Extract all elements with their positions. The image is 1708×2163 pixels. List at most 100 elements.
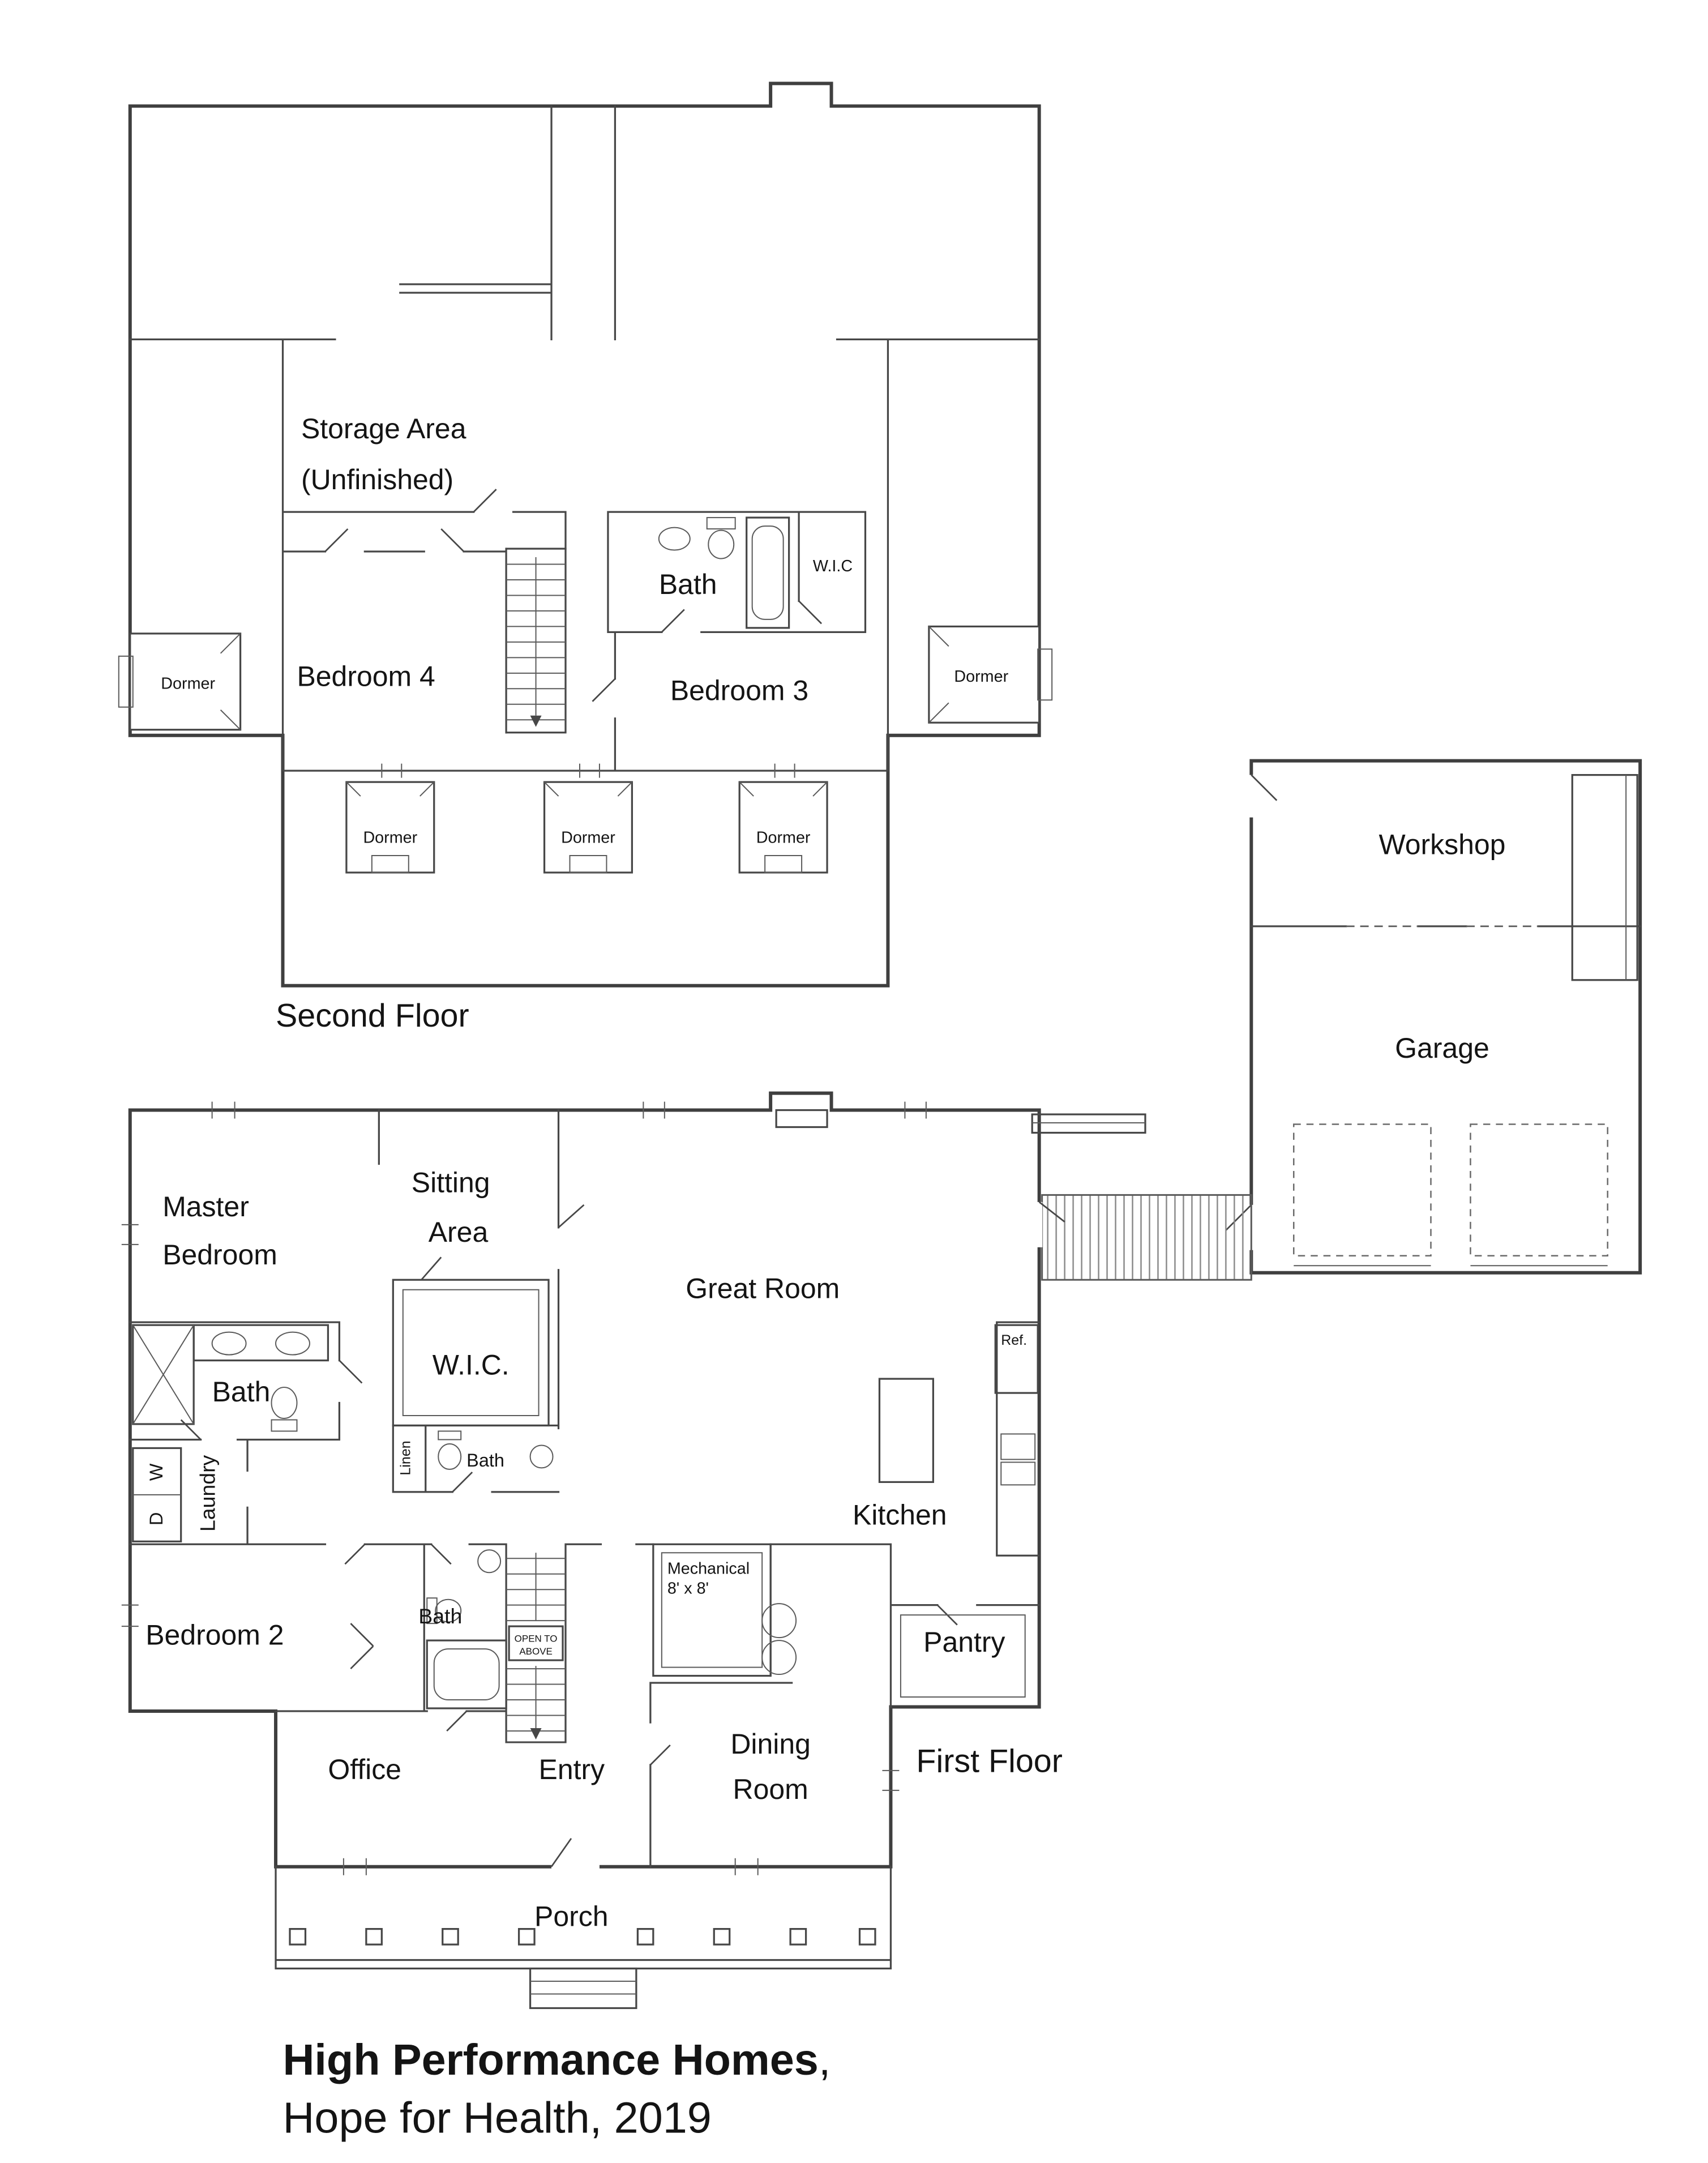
kitchen-sink-icon <box>1000 1433 1036 1460</box>
toilet-tank-icon <box>426 1597 438 1625</box>
dormer-roof-lines <box>543 781 633 797</box>
plan-title-line1: High Performance Homes, <box>283 2036 831 2084</box>
label-mechanical-2: 8' x 8' <box>667 1580 709 1598</box>
label-bath-second: Bath <box>659 568 717 600</box>
bathtub-icon <box>746 516 790 629</box>
label-washer: W <box>146 1463 166 1481</box>
first-floor-window-ticks <box>121 1101 927 1875</box>
label-above: ABOVE <box>519 1646 552 1657</box>
dormer-window-icon <box>569 854 607 873</box>
dormer-window-icon <box>1037 648 1053 701</box>
label-workshop: Workshop <box>1379 828 1506 860</box>
label-refrigerator: Ref. <box>1001 1332 1027 1348</box>
fireplace-hearth <box>775 1109 828 1128</box>
dormer-window-icon <box>764 854 803 873</box>
label-dryer: D <box>146 1512 166 1525</box>
second-floor-door-swings <box>324 489 823 702</box>
refrigerator-icon <box>994 1324 1039 1394</box>
second-floor-bath-fixtures <box>658 516 790 629</box>
outbuilding-plan: Workshop Garage <box>1225 759 1642 1275</box>
label-bath2: Bath <box>418 1604 462 1628</box>
dormer-box <box>928 625 1041 724</box>
steps-outline <box>529 1967 637 2010</box>
label-master-bedroom-2: Bedroom <box>162 1239 277 1271</box>
water-heater-icon <box>761 1640 797 1675</box>
toilet-tank-icon <box>438 1430 462 1440</box>
first-floor-door-openings <box>551 1202 1043 1870</box>
first-floor-door-swings <box>180 1201 1065 1867</box>
label-sitting-area-2: Area <box>429 1216 489 1248</box>
porch-steps <box>529 1967 637 2010</box>
sink-icon <box>211 1331 247 1356</box>
mechanical-inner-wall <box>661 1552 763 1668</box>
wic-inner-wall <box>402 1289 540 1417</box>
label-dormer-left: Dormer <box>161 674 215 692</box>
dormer-window-icon <box>371 854 409 873</box>
bathtub-basin-icon <box>433 1648 500 1701</box>
label-first-floor: First Floor <box>916 1743 1062 1779</box>
kitchen-sink-icon <box>1000 1461 1036 1486</box>
dormer-bottom-right: Dormer <box>738 781 828 874</box>
dormer-bottom-middle: Dormer <box>543 781 633 874</box>
label-dormer: Dormer <box>561 829 615 847</box>
label-great-room: Great Room <box>686 1273 840 1305</box>
sink-icon <box>477 1549 502 1574</box>
label-master-bedroom-1: Master <box>162 1191 249 1222</box>
water-heater-icon <box>761 1603 797 1639</box>
bath2-fixtures <box>426 1549 507 1709</box>
outbuilding-exterior-wall <box>1249 759 1642 1275</box>
workshop-stair-room <box>1571 774 1638 981</box>
plan-title-line2: Hope for Health, 2019 <box>283 2093 712 2142</box>
toilet-icon <box>271 1387 298 1420</box>
dormer-bottom-left: Dormer <box>345 781 435 874</box>
dormer-left: Dormer <box>118 632 242 731</box>
toilet-icon <box>438 1443 462 1470</box>
stair-direction-arrow <box>530 715 542 727</box>
label-dormer: Dormer <box>756 829 811 847</box>
kitchen-island <box>878 1378 934 1484</box>
label-wic-second: W.I.C <box>813 557 853 575</box>
label-linen: Linen <box>397 1440 413 1475</box>
deck <box>1041 1194 1252 1281</box>
pantry-shelves <box>900 1614 1026 1698</box>
label-master-bath: Bath <box>212 1376 271 1408</box>
first-floor-plan: OPEN TO ABOVE Master Bedroom Sitting Are… <box>121 1091 1146 1875</box>
dormer-box <box>543 781 633 874</box>
dormer-roof-lines <box>739 781 828 797</box>
stairs-first-floor: OPEN TO ABOVE <box>506 1553 566 1739</box>
label-bedroom2: Bedroom 2 <box>145 1619 284 1651</box>
dormer-window-icon <box>118 655 134 708</box>
label-storage-area: Storage Area <box>301 413 466 444</box>
label-dining-2: Room <box>733 1773 808 1805</box>
stairs-second-floor <box>505 548 567 734</box>
deck-boards-hatch <box>1041 1194 1252 1281</box>
label-hall-bath: Bath <box>466 1450 504 1471</box>
label-second-floor: Second Floor <box>276 998 469 1034</box>
label-dormer-right: Dormer <box>954 668 1008 686</box>
label-kitchen: Kitchen <box>853 1499 947 1531</box>
label-sitting-area-1: Sitting <box>412 1166 490 1198</box>
toilet-icon <box>708 529 735 559</box>
label-bedroom4: Bedroom 4 <box>297 660 435 692</box>
second-floor-plan: Dormer Dormer Dormer Dormer Dormer St <box>118 82 1053 1034</box>
label-dining-1: Dining <box>730 1728 811 1760</box>
mechanical-outer-wall <box>652 1543 772 1677</box>
laundry-fixtures <box>132 1447 182 1542</box>
dormer-box <box>738 781 828 874</box>
label-laundry: Laundry <box>196 1455 220 1532</box>
dormer-roof-lines <box>346 781 435 797</box>
sink-icon <box>529 1444 554 1469</box>
dormer-roof-lines <box>928 626 949 723</box>
dormer-box <box>129 632 242 731</box>
shower-x-lines <box>132 1324 195 1425</box>
label-open-to: OPEN TO <box>515 1634 558 1644</box>
kitchen-fixtures <box>878 1324 1039 1486</box>
label-bedroom3: Bedroom 3 <box>670 674 808 706</box>
garage-parking-spaces <box>1292 1123 1608 1257</box>
first-floor-interior-walls <box>129 1109 1041 1868</box>
stair-direction-arrow <box>530 1728 542 1739</box>
porch: Porch <box>275 1866 892 2010</box>
label-entry: Entry <box>539 1754 605 1785</box>
stair-note-box <box>508 1625 564 1661</box>
dormer-roof-lines <box>220 633 241 730</box>
